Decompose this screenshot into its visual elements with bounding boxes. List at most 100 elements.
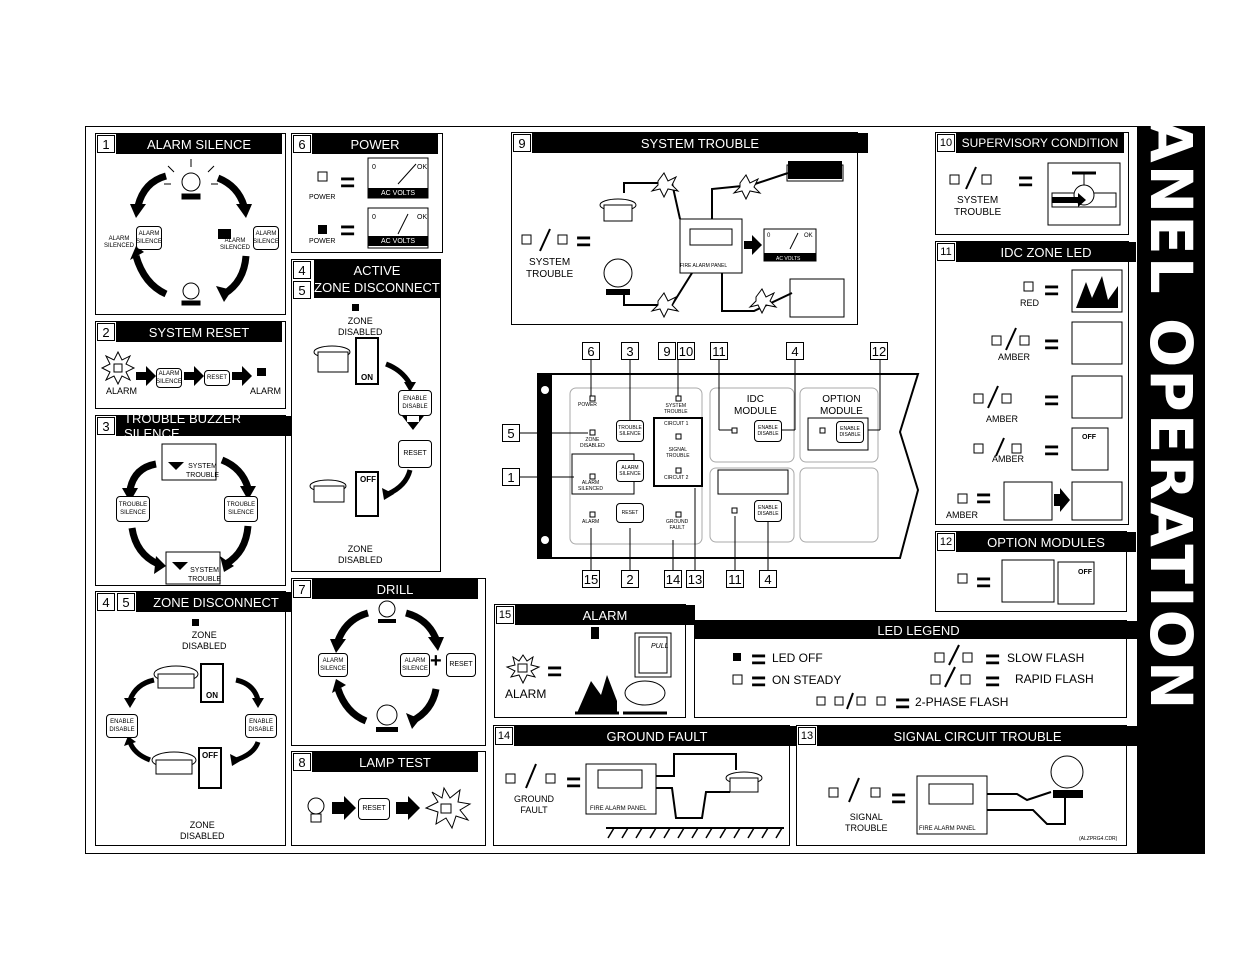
circuit-2-label: CIRCUIT 2 — [664, 475, 689, 481]
panel-number: 5 — [293, 281, 311, 299]
reset-button[interactable]: RESET — [398, 440, 432, 468]
drill-diagram — [330, 600, 444, 732]
callout: 3 — [621, 342, 639, 360]
panel-title: IDC ZONE LED — [956, 242, 1136, 262]
reset-button[interactable]: RESET — [446, 653, 476, 677]
legend-rapid-flash: RAPID FLASH — [1015, 672, 1094, 686]
signal-circuit-diagram — [828, 755, 1084, 835]
fire-alarm-panel-label: FIRE ALARM PANEL — [590, 806, 647, 812]
trouble-buzzer-diagram — [122, 443, 256, 585]
panel-title: SUPERVISORY CONDITION — [956, 133, 1124, 153]
plus-sign: + — [430, 650, 442, 672]
callout: 5 — [502, 424, 520, 442]
meter-zero: 0 — [372, 214, 376, 221]
panel-title: TROUBLE BUZZER SILENCE — [116, 411, 296, 441]
ac-volts-label: AC VOLTS — [381, 238, 416, 245]
power-label: POWER — [309, 194, 336, 201]
legend-title: LED LEGEND — [695, 621, 1142, 639]
amber-label: AMBER — [986, 414, 1019, 424]
legend-slow-flash: SLOW FLASH — [1007, 651, 1085, 665]
equals-sign: = — [1044, 275, 1060, 305]
panel-number: 7 — [293, 580, 311, 598]
amber-label: AMBER — [998, 352, 1031, 362]
panel-title: OPTION MODULES — [956, 532, 1136, 552]
legend-2-phase-flash: 2-PHASE FLASH — [915, 695, 1009, 709]
callout: 2 — [621, 570, 639, 588]
panel-number: 9 — [513, 134, 531, 152]
equals-sign: = — [1044, 435, 1060, 465]
option-modules-diagram — [957, 559, 1095, 605]
equals-sign: = — [751, 644, 767, 674]
equals-sign: = — [985, 644, 1001, 674]
callout: 4 — [786, 342, 804, 360]
ac-volts-label: AC VOLTS — [776, 256, 801, 262]
legend-on-steady: ON STEADY — [772, 673, 842, 687]
power-diagram — [317, 157, 429, 249]
panel-title: SYSTEM RESET — [116, 322, 282, 342]
reset-button[interactable]: RESET — [616, 503, 644, 523]
reset-button[interactable]: RESET — [358, 798, 390, 820]
callout: 4 — [759, 570, 777, 588]
legend-led-off: LED OFF — [772, 651, 823, 665]
panel-number: 4 — [293, 261, 311, 279]
meter-zero: 0 — [767, 233, 771, 239]
panel-number: 11 — [937, 243, 955, 261]
callout: 10 — [677, 342, 695, 360]
callout: 13 — [686, 570, 704, 588]
equals-sign: = — [340, 215, 356, 245]
panel-title: ZONE DISCONNECT — [314, 280, 440, 295]
callout: 1 — [502, 468, 520, 486]
callout: 11 — [710, 342, 728, 360]
amber-label: AMBER — [946, 510, 979, 520]
power-label: POWER — [309, 238, 336, 245]
panel-title: POWER — [312, 134, 438, 154]
off-label: OFF — [360, 475, 376, 484]
panel-title: SIGNAL CIRCUIT TROUBLE — [817, 726, 1138, 746]
equals-sign: = — [547, 656, 563, 686]
callout: 15 — [582, 570, 600, 588]
reset-button[interactable]: RESET — [204, 370, 230, 386]
alarm-label: ALARM — [505, 687, 547, 701]
panel-title: DRILL — [312, 579, 478, 599]
system-trouble-diagram — [521, 161, 845, 319]
ac-volts-label: AC VOLTS — [381, 190, 416, 197]
amber-label: AMBER — [992, 454, 1025, 464]
equals-sign: = — [891, 783, 907, 813]
panel-number: 1 — [97, 135, 115, 153]
equals-sign: = — [751, 666, 767, 696]
lamp-test-diagram — [307, 786, 472, 830]
on-label: ON — [206, 691, 218, 700]
panel-number: 10 — [937, 134, 955, 152]
alarm-label: ALARM — [106, 386, 138, 396]
